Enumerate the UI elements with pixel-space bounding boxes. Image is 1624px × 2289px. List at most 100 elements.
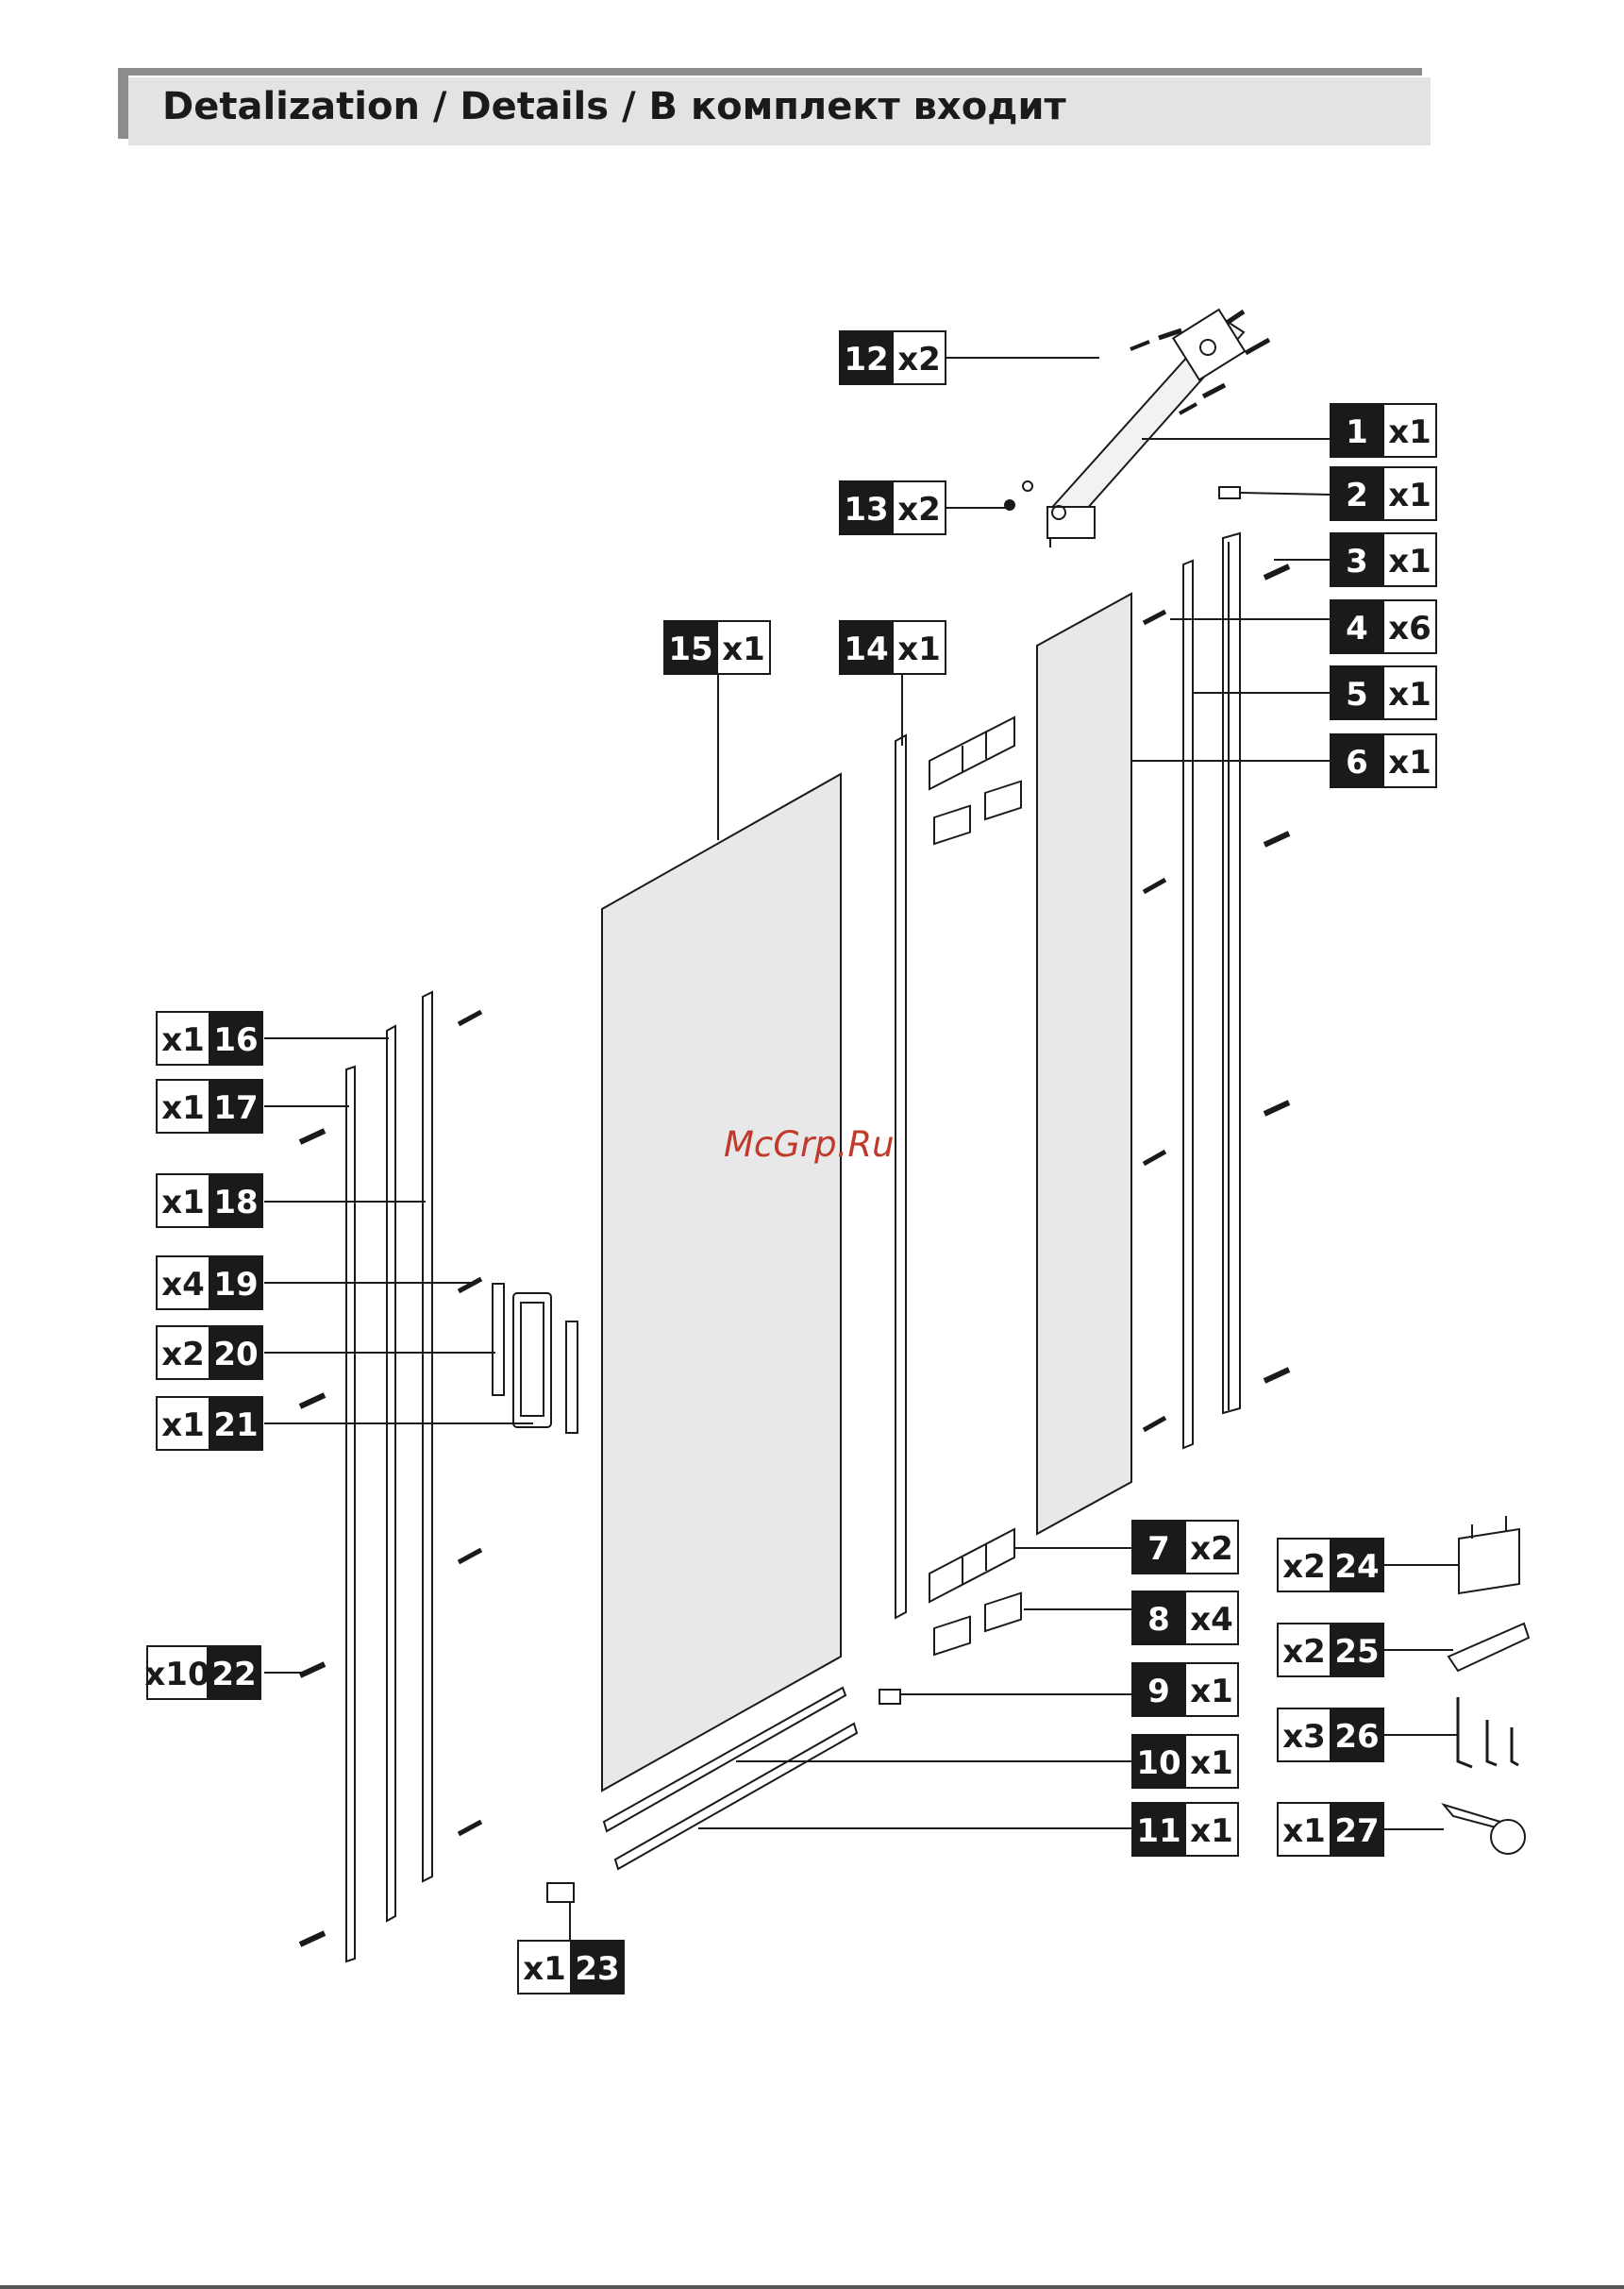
part-label-6: 6 x1 [1331,734,1436,787]
spanner-part-27 [1444,1805,1525,1854]
part-quantity: x1 [161,1089,205,1127]
part-label-2: 2 x1 [1331,467,1436,520]
part-quantity: x10 [144,1656,209,1693]
part-quantity: x1 [722,631,765,668]
part-number: 1 [1346,413,1368,451]
profile-part-18 [423,992,432,1881]
part-label-8: 8 x4 [1132,1591,1238,1644]
part-number: 6 [1346,744,1368,782]
part-number: 5 [1346,676,1368,714]
part-quantity: x2 [897,341,941,379]
part-number: 3 [1346,543,1368,581]
wall-profile-part-3 [1223,533,1240,1413]
clip-part-24 [1459,1516,1519,1593]
part-number: 19 [213,1266,258,1304]
hinge-part-7-bottom [929,1529,1014,1602]
part-number: 25 [1334,1633,1379,1671]
door-glass-part-15 [602,774,841,1791]
part-quantity: x4 [1190,1601,1233,1639]
part-quantity: x1 [1388,413,1431,451]
part-label-11: 11x1 [1132,1803,1238,1856]
stopper-part-23 [547,1883,574,1902]
part-label-17: x117 [157,1080,262,1133]
part-number: 24 [1334,1548,1379,1586]
leader-line-2 [1241,493,1331,495]
end-cap-part-2 [1219,487,1240,498]
part-quantity: x1 [161,1021,205,1059]
part-quantity: x2 [897,491,941,529]
profile-part-16 [387,1026,395,1921]
part-number: 2 [1346,477,1368,514]
hex-keys-part-26 [1458,1697,1518,1767]
part-number: 10 [1136,1744,1180,1782]
part-number: 12 [844,341,888,379]
pads-part-8 [934,782,1021,1655]
part-number: 21 [213,1406,258,1444]
part-quantity: x2 [161,1336,205,1373]
footer-rule [0,2285,1624,2289]
handle-part-21 [493,1284,578,1433]
part-number: 17 [213,1089,258,1127]
part-label-26: x326 [1278,1708,1383,1761]
part-number: 27 [1334,1812,1379,1850]
part-number: 26 [1334,1718,1379,1756]
screws-part-4 [1144,612,1165,1430]
fixed-glass-part-6 [1037,594,1131,1534]
part-label-1: 1 x1 [1331,404,1436,457]
part-quantity: x4 [161,1266,205,1304]
part-label-18: x118 [157,1174,262,1227]
part-quantity: x2 [1282,1548,1326,1586]
washers-part-13 [1005,481,1032,510]
part-quantity: x2 [1190,1530,1233,1568]
seal-profile-part-5 [1183,561,1193,1448]
part-quantity: x1 [1388,477,1431,514]
part-label-16: x116 [157,1012,262,1065]
part-label-12: 12x2 [840,331,946,384]
support-bar-part-1 [1047,310,1245,547]
part-number: 16 [213,1021,258,1059]
part-number: 14 [844,631,888,668]
part-quantity: x1 [1190,1812,1233,1850]
part-quantity: x1 [897,631,941,668]
part-label-10: 10 x1 [1132,1735,1238,1788]
part-number: 23 [575,1950,619,1988]
part-quantity: x1 [161,1406,205,1444]
dowels-right [1264,566,1289,1381]
part-quantity: x1 [1282,1812,1326,1850]
part-label-5: 5x1 [1331,666,1436,719]
part-quantity: x1 [523,1950,566,1988]
wedge-part-25 [1448,1624,1529,1671]
part-quantity: x1 [1388,543,1431,581]
part-label-4: 4 x6 [1331,600,1436,653]
part-number: 8 [1147,1601,1170,1639]
part-quantity: x1 [1388,744,1431,782]
part-quantity: x6 [1388,610,1431,648]
part-number: 15 [668,631,712,668]
dowels-part-22 [300,1131,325,1944]
part-label-3: 3 x1 [1331,533,1436,586]
part-quantity: x1 [1190,1673,1233,1710]
watermark: McGrp.Ru [724,1124,895,1165]
part-quantity: x3 [1282,1718,1326,1756]
part-quantity: x2 [1282,1633,1326,1671]
part-quantity: x1 [1190,1744,1233,1782]
part-label-15: 15 x1 [664,621,770,674]
part-number: 9 [1147,1673,1170,1710]
part-label-22: x1022 [144,1646,260,1699]
part-number: 13 [844,491,888,529]
part-number: 18 [213,1184,258,1221]
part-number: 4 [1346,610,1368,648]
part-label-9: 9 x1 [1132,1663,1238,1716]
stopper-part-9 [879,1690,900,1704]
part-quantity: x1 [161,1184,205,1221]
part-number: 20 [213,1336,258,1373]
part-number: 22 [211,1656,256,1693]
